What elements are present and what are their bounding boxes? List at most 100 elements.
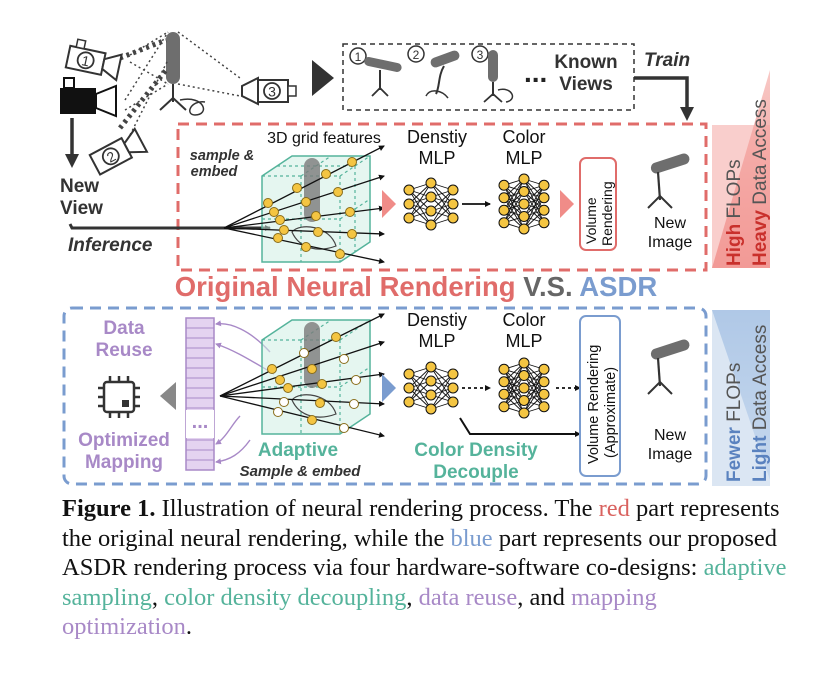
mlp-node (403, 368, 415, 380)
volume-rendering-box-top (579, 157, 617, 251)
mlp-edge (523, 369, 545, 414)
caption-text-5: . (185, 613, 192, 640)
mlp-node (498, 192, 510, 204)
mlp-node (403, 396, 415, 408)
caption-text-1: Illustration of neural rendering process… (155, 495, 599, 522)
svg-text:3: 3 (477, 48, 484, 62)
svg-text:...: ... (192, 411, 209, 433)
density-bypass-arrow (459, 417, 581, 437)
mlp-node (498, 217, 510, 229)
mlp-node (403, 212, 415, 224)
grid-features-label: 3D grid features (267, 130, 381, 147)
caption-mapping-optimization: mapping optimization (62, 583, 657, 641)
data-buffer: ... (185, 317, 215, 471)
caption-adaptive-sampling: adaptive sampling (62, 554, 787, 611)
caption-text-3: part represents our proposed ASDR render… (62, 524, 778, 582)
mlp-node (538, 179, 550, 191)
mlp-node (538, 401, 550, 413)
mlp-node (447, 198, 459, 210)
sample-points-top (263, 157, 357, 259)
microphone-object-icon (159, 32, 206, 116)
mlp-node (425, 361, 437, 373)
cost-label-red-line1: High FLOPs (724, 159, 745, 266)
caption-text-2: part represents the original neural rend… (62, 495, 780, 552)
mlp-edge (503, 375, 525, 407)
mlp-node (538, 376, 550, 388)
mlp-node (518, 211, 530, 222)
mlp-edge (503, 362, 525, 395)
chip-icon (98, 376, 140, 418)
mlp-edge (523, 369, 545, 401)
mlp-edge (408, 182, 432, 219)
mlp-edge (503, 191, 525, 223)
caption-sep-1: , (151, 583, 165, 611)
mlp-node (538, 388, 550, 400)
mlp-node (538, 363, 550, 375)
inference-arrow (68, 223, 271, 231)
training-cameras: 1 2 3 (60, 31, 297, 176)
mlp-edge (503, 178, 525, 223)
figure-caption: Figure 1. Illustration of neural renderi… (62, 494, 792, 642)
caption-sep-2: , (406, 583, 419, 611)
flow-arrow-bottom-1 (382, 374, 396, 402)
mlp-node (403, 382, 415, 394)
flow-arrow-top-1 (382, 190, 396, 218)
cost-bar-blue (712, 310, 770, 486)
mlp-node (498, 204, 510, 216)
sample-points-bottom (267, 332, 361, 433)
flow-arrow-top-2 (560, 190, 574, 218)
svg-text:2: 2 (413, 48, 420, 62)
color-mlp-bottom (498, 357, 550, 419)
mlp-node (498, 363, 510, 375)
mlp-node (518, 395, 530, 406)
train-arrow (634, 76, 694, 121)
mlp-edge (408, 366, 432, 403)
mlp-edge (523, 197, 545, 230)
caption-data-reuse: data reuse (418, 583, 518, 611)
mlp-edge (503, 362, 525, 407)
inference-label: Inference (68, 235, 153, 256)
mlp-node (518, 370, 530, 381)
mlp-node (425, 205, 437, 217)
caption-blue-word: blue (450, 524, 493, 552)
adaptive-label: Adaptive (258, 440, 338, 461)
mlp-node (425, 403, 437, 415)
mlp-node (538, 192, 550, 204)
mlp-node (498, 388, 510, 400)
mlp-edge (523, 185, 545, 230)
mlp-node (518, 382, 530, 394)
volume-rendering-box-bottom (579, 315, 621, 477)
mlp-node (447, 368, 459, 380)
mlp-node (518, 198, 530, 210)
volume-rendering-label-bottom: Volume Rendering(Approximate) (586, 345, 619, 464)
new-image-microphone-icon-bottom (647, 339, 690, 395)
mlp-node (447, 212, 459, 224)
svg-text:1: 1 (355, 50, 362, 64)
new-image-microphone-icon-top (647, 153, 690, 209)
mlp-node (425, 219, 437, 231)
sample-embed-label: sample &embed (190, 148, 254, 180)
mlp-node (538, 204, 550, 216)
mlp-node (447, 382, 459, 394)
mlp-node (518, 223, 530, 235)
mlp-node (518, 407, 530, 419)
mlp-edge (430, 189, 454, 226)
asdr-rendering-box (62, 306, 708, 486)
mlp-node (425, 177, 437, 189)
known-view-thumbnails: 1 2 3 ... (349, 45, 547, 103)
caption-sep-3: , (517, 583, 524, 611)
comparison-title: Original Neural Rendering V.S. ASDR (175, 271, 658, 302)
mlp-node (425, 389, 437, 401)
mlp-node (447, 184, 459, 196)
mlp-node (538, 217, 550, 229)
